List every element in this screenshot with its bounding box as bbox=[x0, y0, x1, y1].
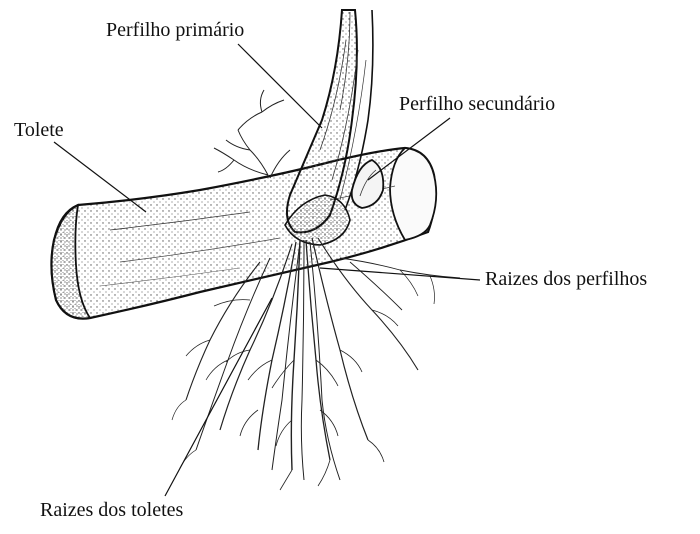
label-sett: Tolete bbox=[14, 120, 64, 140]
label-sett-roots: Raizes dos toletes bbox=[40, 500, 183, 520]
label-primary-tiller: Perfilho primário bbox=[106, 20, 244, 40]
label-secondary-tiller: Perfilho secundário bbox=[399, 94, 555, 114]
label-tiller-roots: Raizes dos perfilhos bbox=[485, 269, 647, 289]
leader-sett-roots bbox=[165, 298, 272, 496]
leader-primary-tiller bbox=[238, 44, 322, 128]
sett-fine-roots bbox=[214, 90, 290, 178]
leader-sett bbox=[54, 142, 146, 212]
